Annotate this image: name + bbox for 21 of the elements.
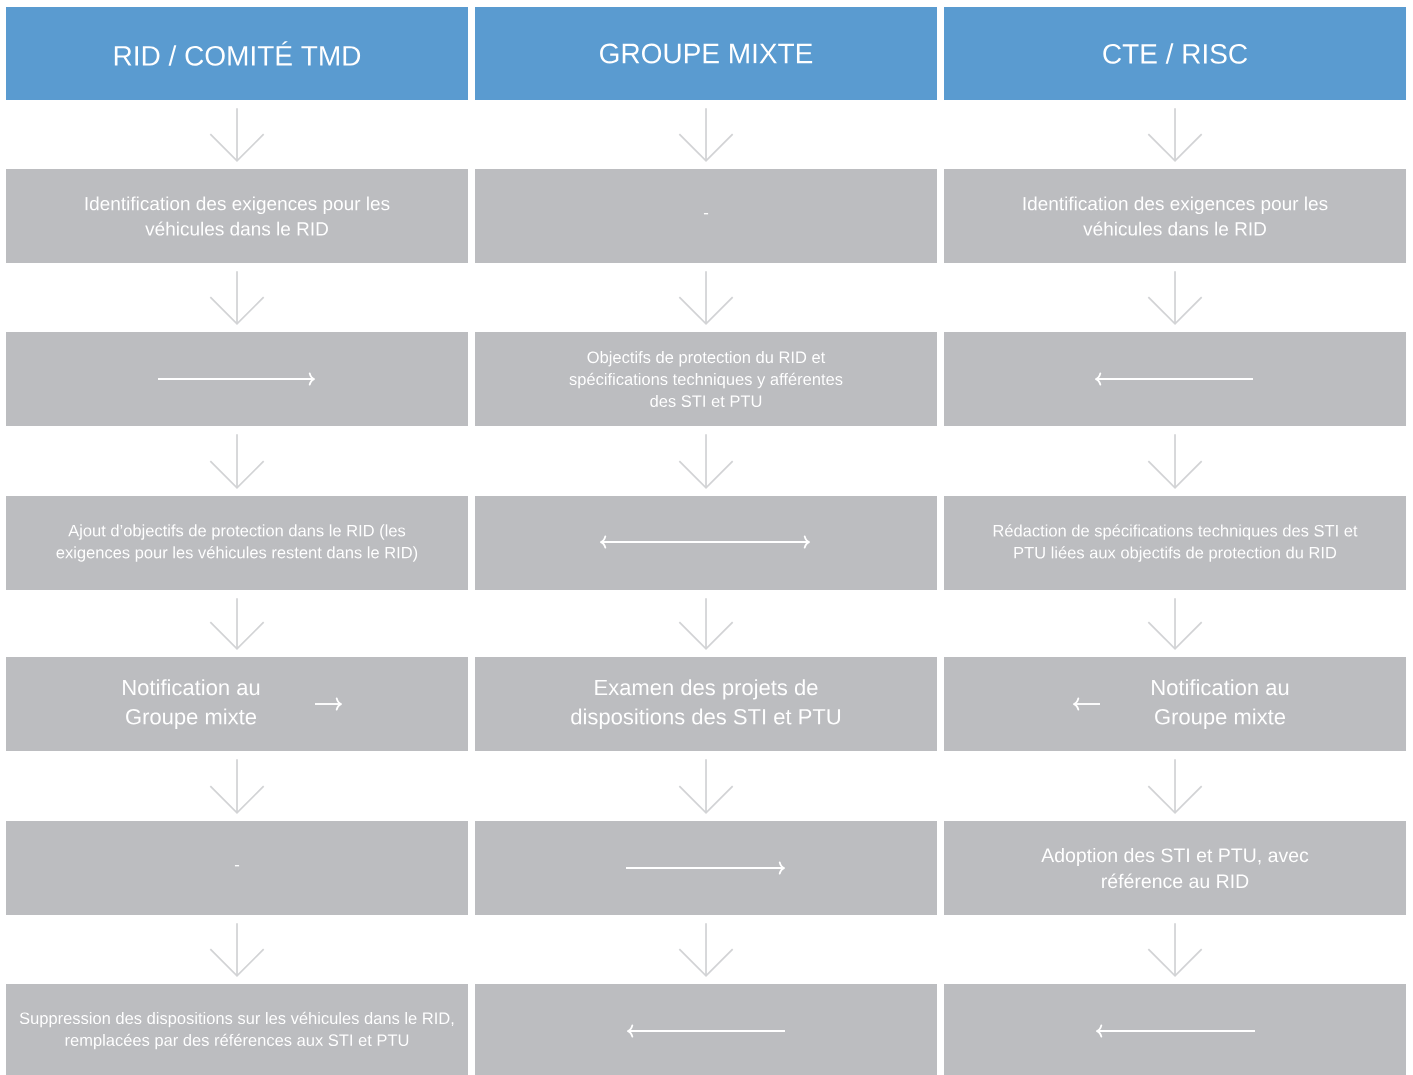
process-box: Notification au Groupe mixte: [6, 657, 468, 751]
process-box: Ajout d’objectifs de protection dans le RID (les exigences pour les véhicules restent dans le RID): [6, 496, 468, 590]
process-box: Identification des exigences pour les véhicules dans le RID: [944, 169, 1406, 263]
process-box: [944, 984, 1406, 1075]
column-header: RID / COMITÉ TMD: [6, 7, 468, 100]
process-box: -: [6, 821, 468, 915]
process-box: [6, 332, 468, 426]
process-box: Rédaction de spécifications techniques des STI et PTU liées aux objectifs de protection du RID: [944, 496, 1406, 590]
process-box: Identification des exigences pour les véhicules dans le RID: [6, 169, 468, 263]
process-box: [475, 984, 937, 1075]
process-box: Suppression des dispositions sur les véhicules dans le RID, remplacées par des références aux STI et PTU: [6, 984, 468, 1075]
process-box: -: [475, 169, 937, 263]
process-box: Objectifs de protection du RID et spécifications techniques y afférentes des STI et PTU: [475, 332, 937, 426]
process-box: [944, 332, 1406, 426]
process-box: Adoption des STI et PTU, avec référence au RID: [944, 821, 1406, 915]
process-box: [475, 821, 937, 915]
column-header: GROUPE MIXTE: [475, 7, 937, 100]
column-header: CTE / RISC: [944, 7, 1406, 100]
process-box: Notification au Groupe mixte: [944, 657, 1406, 751]
process-box: Examen des projets de dispositions des STI et PTU: [475, 657, 937, 751]
process-box: [475, 496, 937, 590]
